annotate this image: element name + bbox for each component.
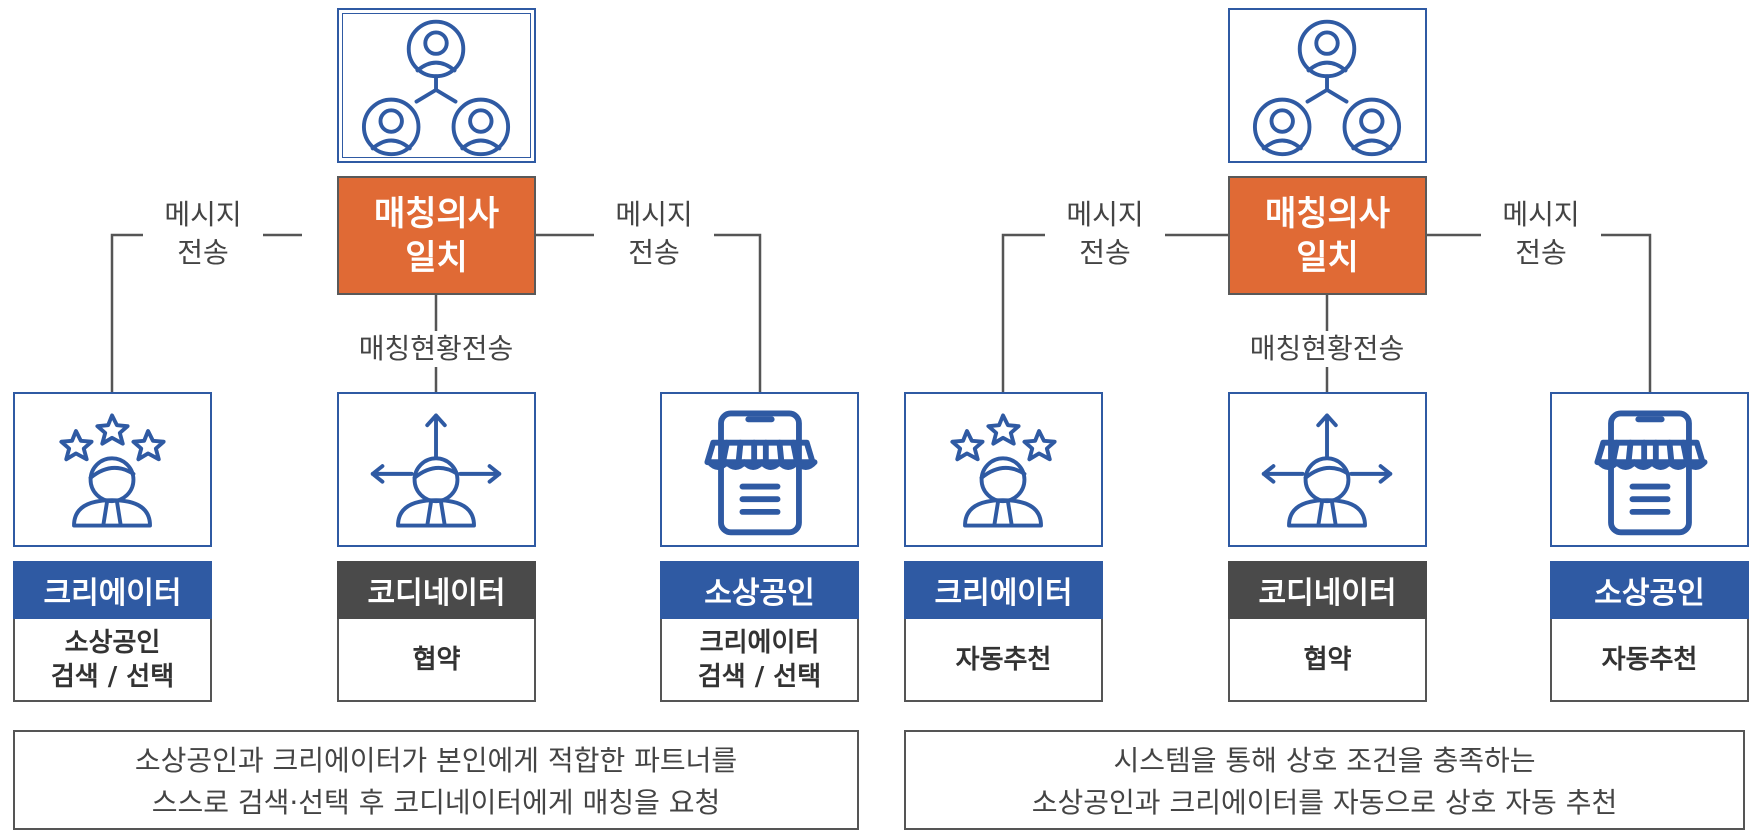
role-desc-creator: 소상공인 검색 / 선택 [13, 619, 212, 702]
message-text-line1: 메시지 [1502, 198, 1580, 231]
message-text-line1: 메시지 [164, 198, 242, 231]
role-desc-coordinator: 협약 [1228, 619, 1427, 702]
desc-line1: 크리에이터 [699, 627, 820, 658]
storefront-icon [1550, 392, 1749, 547]
summary-line2: 소상공인과 크리에이터를 자동으로 상호 자동 추천 [1031, 786, 1618, 819]
matching-status-label: 매칭현황전송 [1217, 331, 1437, 367]
summary-line2: 스스로 검색·선택 후 코디네이터에게 매칭을 요청 [151, 786, 721, 819]
desc-line1: 자동추천 [955, 644, 1052, 675]
matching-status-label: 매칭현황전송 [326, 331, 546, 367]
match-agreement-box: 매칭의사 일치 [1228, 176, 1427, 295]
people-network-icon [337, 8, 536, 163]
message-text-line2: 전송 [177, 236, 229, 269]
message-text-line2: 전송 [1079, 236, 1131, 269]
message-send-label-right: 메시지 전송 [1481, 196, 1601, 272]
message-send-label-left: 메시지 전송 [143, 196, 263, 272]
role-label-coordinator: 코디네이터 [1228, 561, 1427, 619]
match-label-line2: 일치 [405, 237, 468, 278]
coordinator-arrows-icon [337, 392, 536, 547]
role-label-creator: 크리에이터 [13, 561, 212, 619]
desc-line1: 협약 [412, 644, 461, 675]
desc-line1: 소상공인 [64, 627, 161, 658]
match-label-line2: 일치 [1296, 237, 1359, 278]
match-agreement-box: 매칭의사 일치 [337, 176, 536, 295]
role-desc-owner: 자동추천 [1550, 619, 1749, 702]
message-send-label-right: 메시지 전송 [594, 196, 714, 272]
desc-line1: 자동추천 [1601, 644, 1698, 675]
message-send-label-left: 메시지 전송 [1045, 196, 1165, 272]
role-label-owner: 소상공인 [660, 561, 859, 619]
role-desc-coordinator: 협약 [337, 619, 536, 702]
message-text-line2: 전송 [1515, 236, 1567, 269]
summary-box-right: 시스템을 통해 상호 조건을 충족하는 소상공인과 크리에이터를 자동으로 상호… [904, 730, 1745, 830]
desc-line2: 검색 / 선택 [50, 661, 175, 692]
summary-box-left: 소상공인과 크리에이터가 본인에게 적합한 파트너를 스스로 검색·선택 후 코… [13, 730, 859, 830]
connector-left-owner [501, 233, 762, 392]
coordinator-arrows-icon [1228, 392, 1427, 547]
role-label-owner: 소상공인 [1550, 561, 1749, 619]
message-text-line1: 메시지 [615, 198, 693, 231]
summary-line1: 시스템을 통해 상호 조건을 충족하는 [1113, 744, 1536, 777]
role-desc-creator: 자동추천 [904, 619, 1103, 702]
people-network-icon [1228, 8, 1427, 163]
message-text-line2: 전송 [628, 236, 680, 269]
match-label-line1: 매칭의사 [1264, 193, 1391, 234]
storefront-icon [660, 392, 859, 547]
match-label-line1: 매칭의사 [373, 193, 500, 234]
summary-line1: 소상공인과 크리에이터가 본인에게 적합한 파트너를 [134, 744, 738, 777]
creator-stars-icon [13, 392, 212, 547]
desc-line2: 검색 / 선택 [697, 661, 822, 692]
message-text-line1: 메시지 [1066, 198, 1144, 231]
role-label-creator: 크리에이터 [904, 561, 1103, 619]
role-desc-owner: 크리에이터 검색 / 선택 [660, 619, 859, 702]
creator-stars-icon [904, 392, 1103, 547]
desc-line1: 협약 [1303, 644, 1352, 675]
role-label-coordinator: 코디네이터 [337, 561, 536, 619]
